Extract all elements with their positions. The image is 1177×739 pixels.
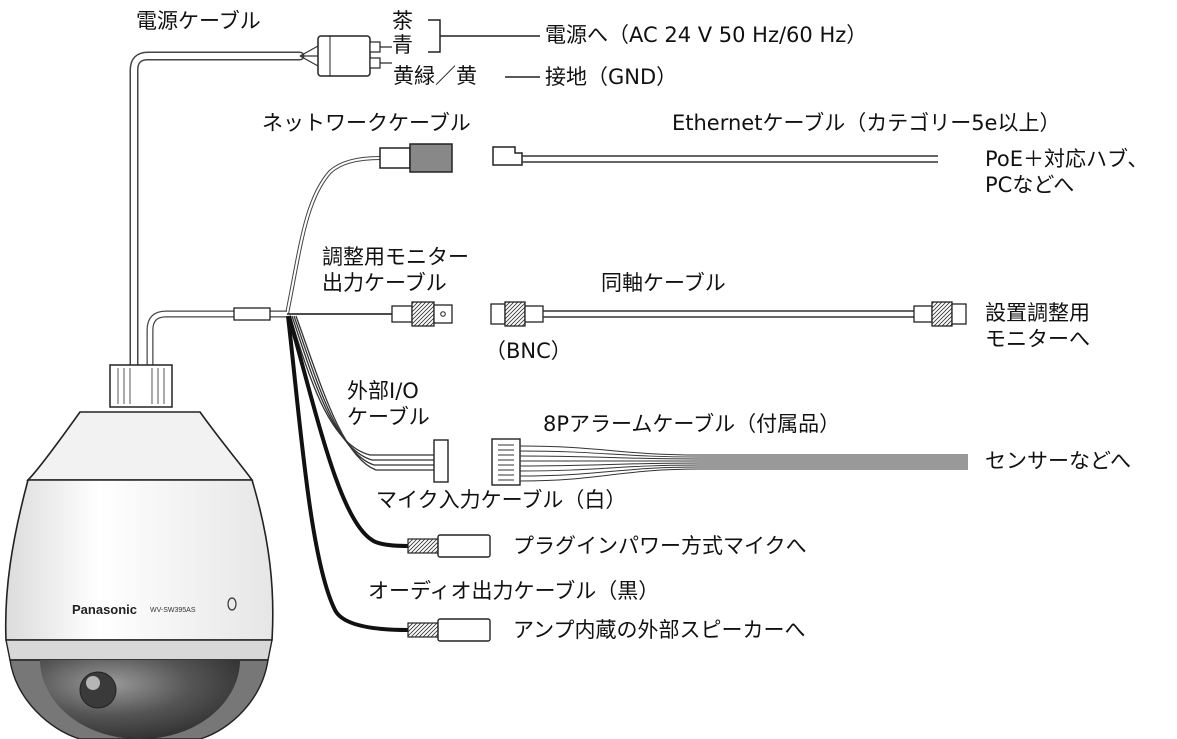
audio-output-cable-label: オーディオ出力ケーブル（黒） xyxy=(368,579,660,603)
mic-input-cable-label: マイク入力ケーブル（白） xyxy=(376,488,627,512)
speaker-destination-label: アンプ内蔵の外部スピーカーへ xyxy=(513,618,806,642)
poe-destination-line-1: PoE＋対応ハブ、 xyxy=(985,147,1149,171)
network-cable xyxy=(285,143,938,315)
power-cable xyxy=(129,45,319,370)
camera-model: WV-SW395AS xyxy=(150,607,196,614)
mic-input-cable xyxy=(287,315,491,558)
audio-output-cable xyxy=(286,315,491,642)
power-destination-label: 電源へ（AC 24 V 50 Hz/60 Hz） xyxy=(545,23,868,47)
monitor-destination-line-1: 設置調整用 xyxy=(985,301,1090,325)
poe-destination-line-2: PCなどへ xyxy=(985,173,1075,197)
monitor-output-cable xyxy=(146,301,453,365)
power-leader-lines xyxy=(428,19,540,78)
dome-camera: Panasonic WV-SW395AS xyxy=(4,364,274,739)
monitor-destination-line-2: モニターへ xyxy=(985,327,1090,351)
mic-destination-label: プラグインパワー方式マイクへ xyxy=(513,534,807,558)
monitor-output-line-2: 出力ケーブル xyxy=(322,271,447,295)
monitor-destination-label: 設置調整用 モニターへ xyxy=(985,300,1090,352)
wire-brown-label: 茶 xyxy=(392,9,413,33)
power-connector xyxy=(317,35,392,77)
ethernet-cable-label: Ethernetケーブル（カテゴリー5e以上） xyxy=(672,111,1061,135)
alarm-cable xyxy=(491,438,968,486)
wire-blue-label: 青 xyxy=(392,33,413,57)
external-io-cable xyxy=(289,315,449,483)
poe-destination-label: PoE＋対応ハブ、 PCなどへ xyxy=(985,146,1148,198)
wire-yellow-green-label: 黄緑／黄 xyxy=(393,64,477,88)
external-io-cable-label: 外部I/O ケーブル xyxy=(347,378,430,430)
ground-destination-label: 接地（GND） xyxy=(545,65,678,89)
external-io-line-1: 外部I/O xyxy=(347,379,419,403)
camera-brand: Panasonic xyxy=(72,602,137,617)
monitor-output-line-1: 調整用モニター xyxy=(322,245,469,269)
coax-cable xyxy=(490,301,967,327)
power-cable-label: 電源ケーブル xyxy=(136,9,261,33)
network-cable-label: ネットワークケーブル xyxy=(262,111,471,135)
sensor-destination-label: センサーなどへ xyxy=(985,449,1131,473)
alarm-cable-label: 8Pアラームケーブル（付属品） xyxy=(543,412,841,436)
coax-cable-label: 同軸ケーブル xyxy=(601,271,726,295)
bnc-label: （BNC） xyxy=(485,339,572,363)
monitor-output-cable-label: 調整用モニター 出力ケーブル xyxy=(322,244,469,296)
external-io-line-2: ケーブル xyxy=(347,405,430,429)
